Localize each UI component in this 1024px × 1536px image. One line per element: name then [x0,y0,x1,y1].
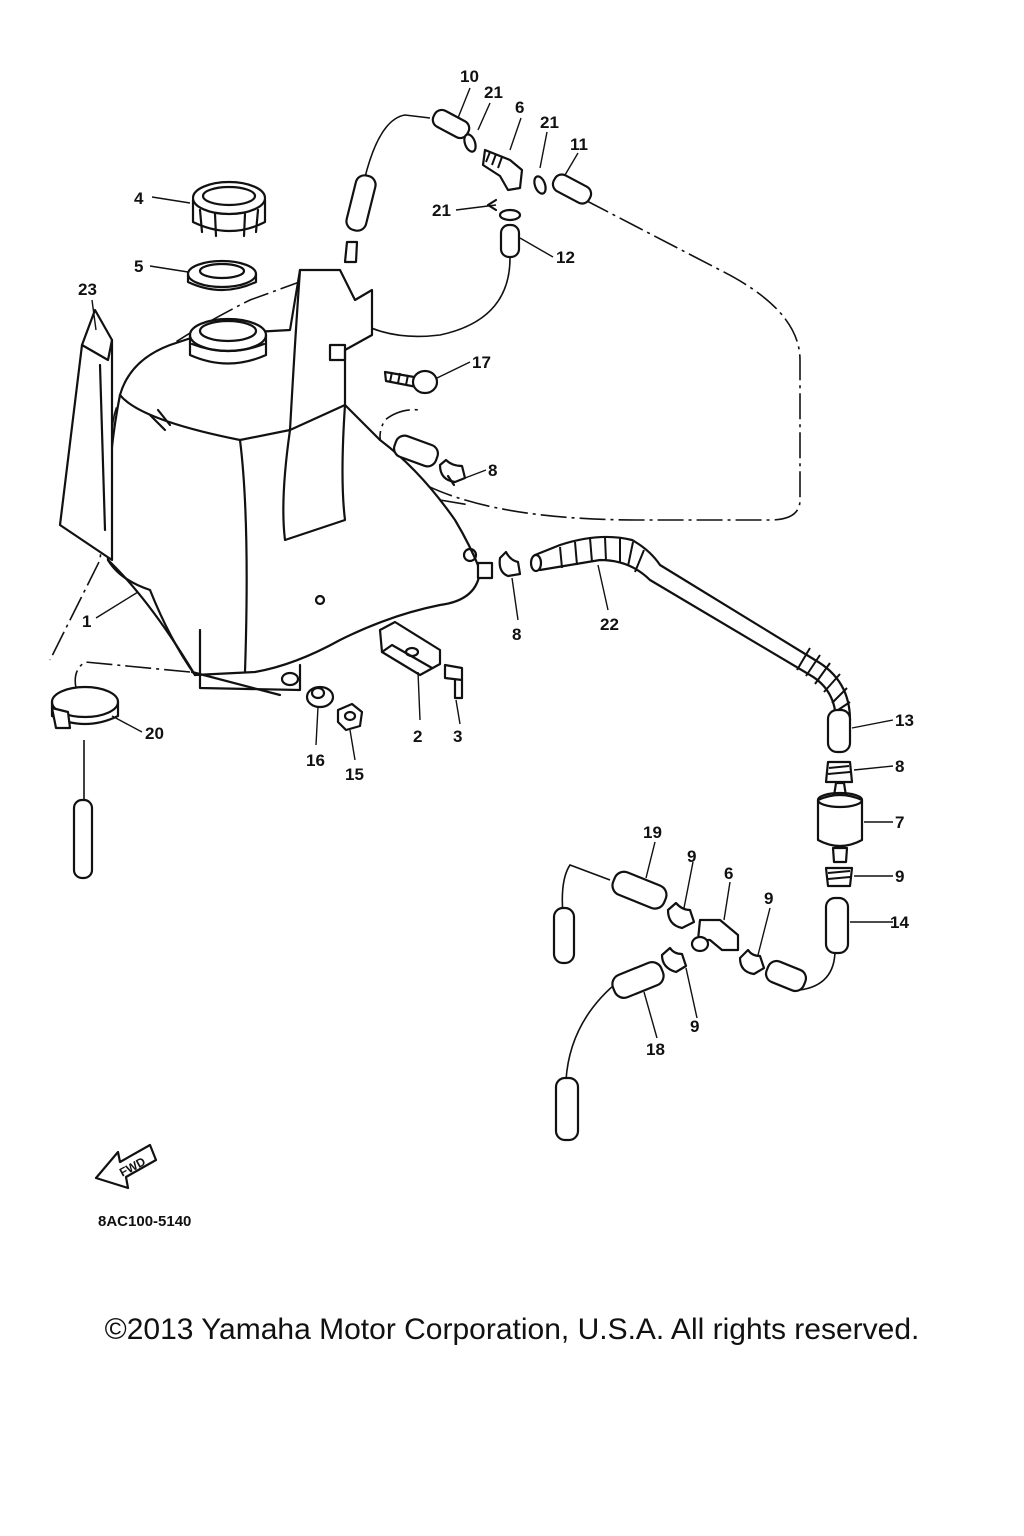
callout-8-upper: 8 [488,461,497,480]
callout-9-a: 9 [687,847,696,866]
callout-1: 1 [82,612,91,631]
callout-8-lower: 8 [895,757,904,776]
fuel-filter-line [816,708,864,955]
breather-assembly [343,108,593,264]
callout-10: 10 [460,67,479,86]
tee-joint-assembly [552,870,808,1142]
callout-4: 4 [134,189,144,208]
fuel-cap [191,180,267,238]
callout-18: 18 [646,1040,665,1059]
callout-5: 5 [134,257,143,276]
callout-20: 20 [145,724,164,743]
tank-band [50,685,120,880]
callout-15: 15 [345,765,364,784]
callout-17: 17 [472,353,491,372]
callout-19: 19 [643,823,662,842]
callout-9-b: 9 [764,889,773,908]
callout-22: 22 [600,615,619,634]
filler-neck [188,317,268,365]
breather-hose-clamp [392,434,467,487]
fuel-tank [106,268,482,697]
tank-bracket [378,620,464,700]
mounting-bolt [383,369,439,395]
callout-9-c: 9 [690,1017,699,1036]
callout-9-filter: 9 [895,867,904,886]
side-cover [58,308,114,562]
callout-12: 12 [556,248,575,267]
callout-6-upper: 6 [515,98,524,117]
fuel-tank-exploded-diagram: 1 2 3 4 5 6 6 7 8 8 8 9 9 9 9 10 11 12 1… [49,67,914,1230]
callout-21-a: 21 [484,83,503,102]
callout-6-lower: 6 [724,864,733,883]
callout-21-c: 21 [432,201,451,220]
callout-16: 16 [306,751,325,770]
fwd-arrow-icon: FWD [94,1143,158,1190]
figure-code: 8AC100-5140 [98,1213,191,1230]
callout-23: 23 [78,280,97,299]
callout-11: 11 [570,135,588,154]
callout-7: 7 [895,813,904,832]
fuel-hose [476,535,852,724]
cap-gasket [186,259,258,292]
callout-leaders [91,87,894,1039]
callout-3: 3 [453,727,462,746]
copyright-notice: ©2013 Yamaha Motor Corporation, U.S.A. A… [104,1313,920,1346]
callout-13: 13 [895,711,914,730]
callout-8-outlet: 8 [512,625,521,644]
callout-2: 2 [413,727,422,746]
callout-21-b: 21 [540,113,559,132]
damper-and-nut [305,685,364,732]
callout-14: 14 [890,913,909,932]
